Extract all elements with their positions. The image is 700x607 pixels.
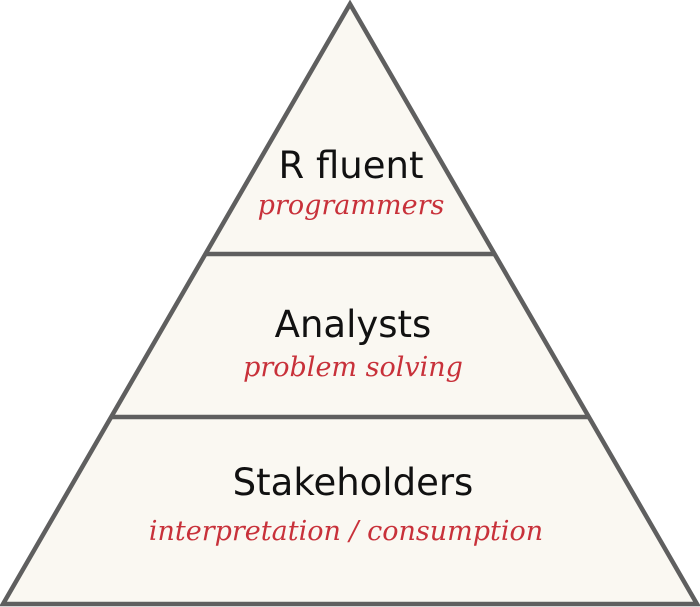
tier-top: R fluent programmers [258, 144, 445, 221]
tier-subtitle: programmers [258, 190, 445, 221]
tier-title: Stakeholders [233, 461, 474, 504]
tier-bottom: Stakeholders interpretation / consumptio… [149, 461, 543, 547]
tier-middle: Analysts problem solving [243, 303, 463, 383]
tier-title: R fluent [279, 144, 424, 187]
tier-subtitle: problem solving [243, 352, 463, 383]
tier-title: Analysts [275, 303, 432, 346]
tier-subtitle: interpretation / consumption [149, 516, 543, 547]
